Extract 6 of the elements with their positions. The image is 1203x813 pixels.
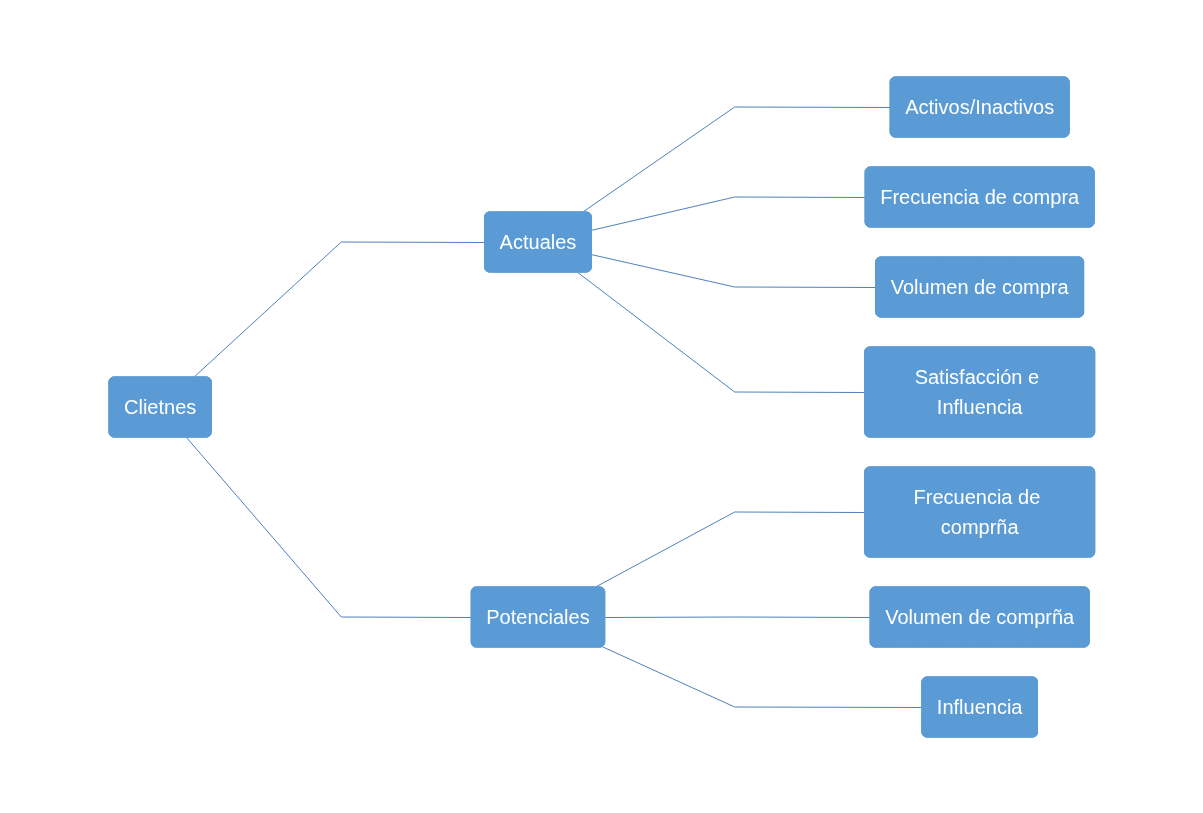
connector [576,271,866,393]
connector [591,253,877,288]
connector [601,645,923,708]
connector [591,196,866,231]
connector [604,616,871,618]
connector [185,436,472,618]
